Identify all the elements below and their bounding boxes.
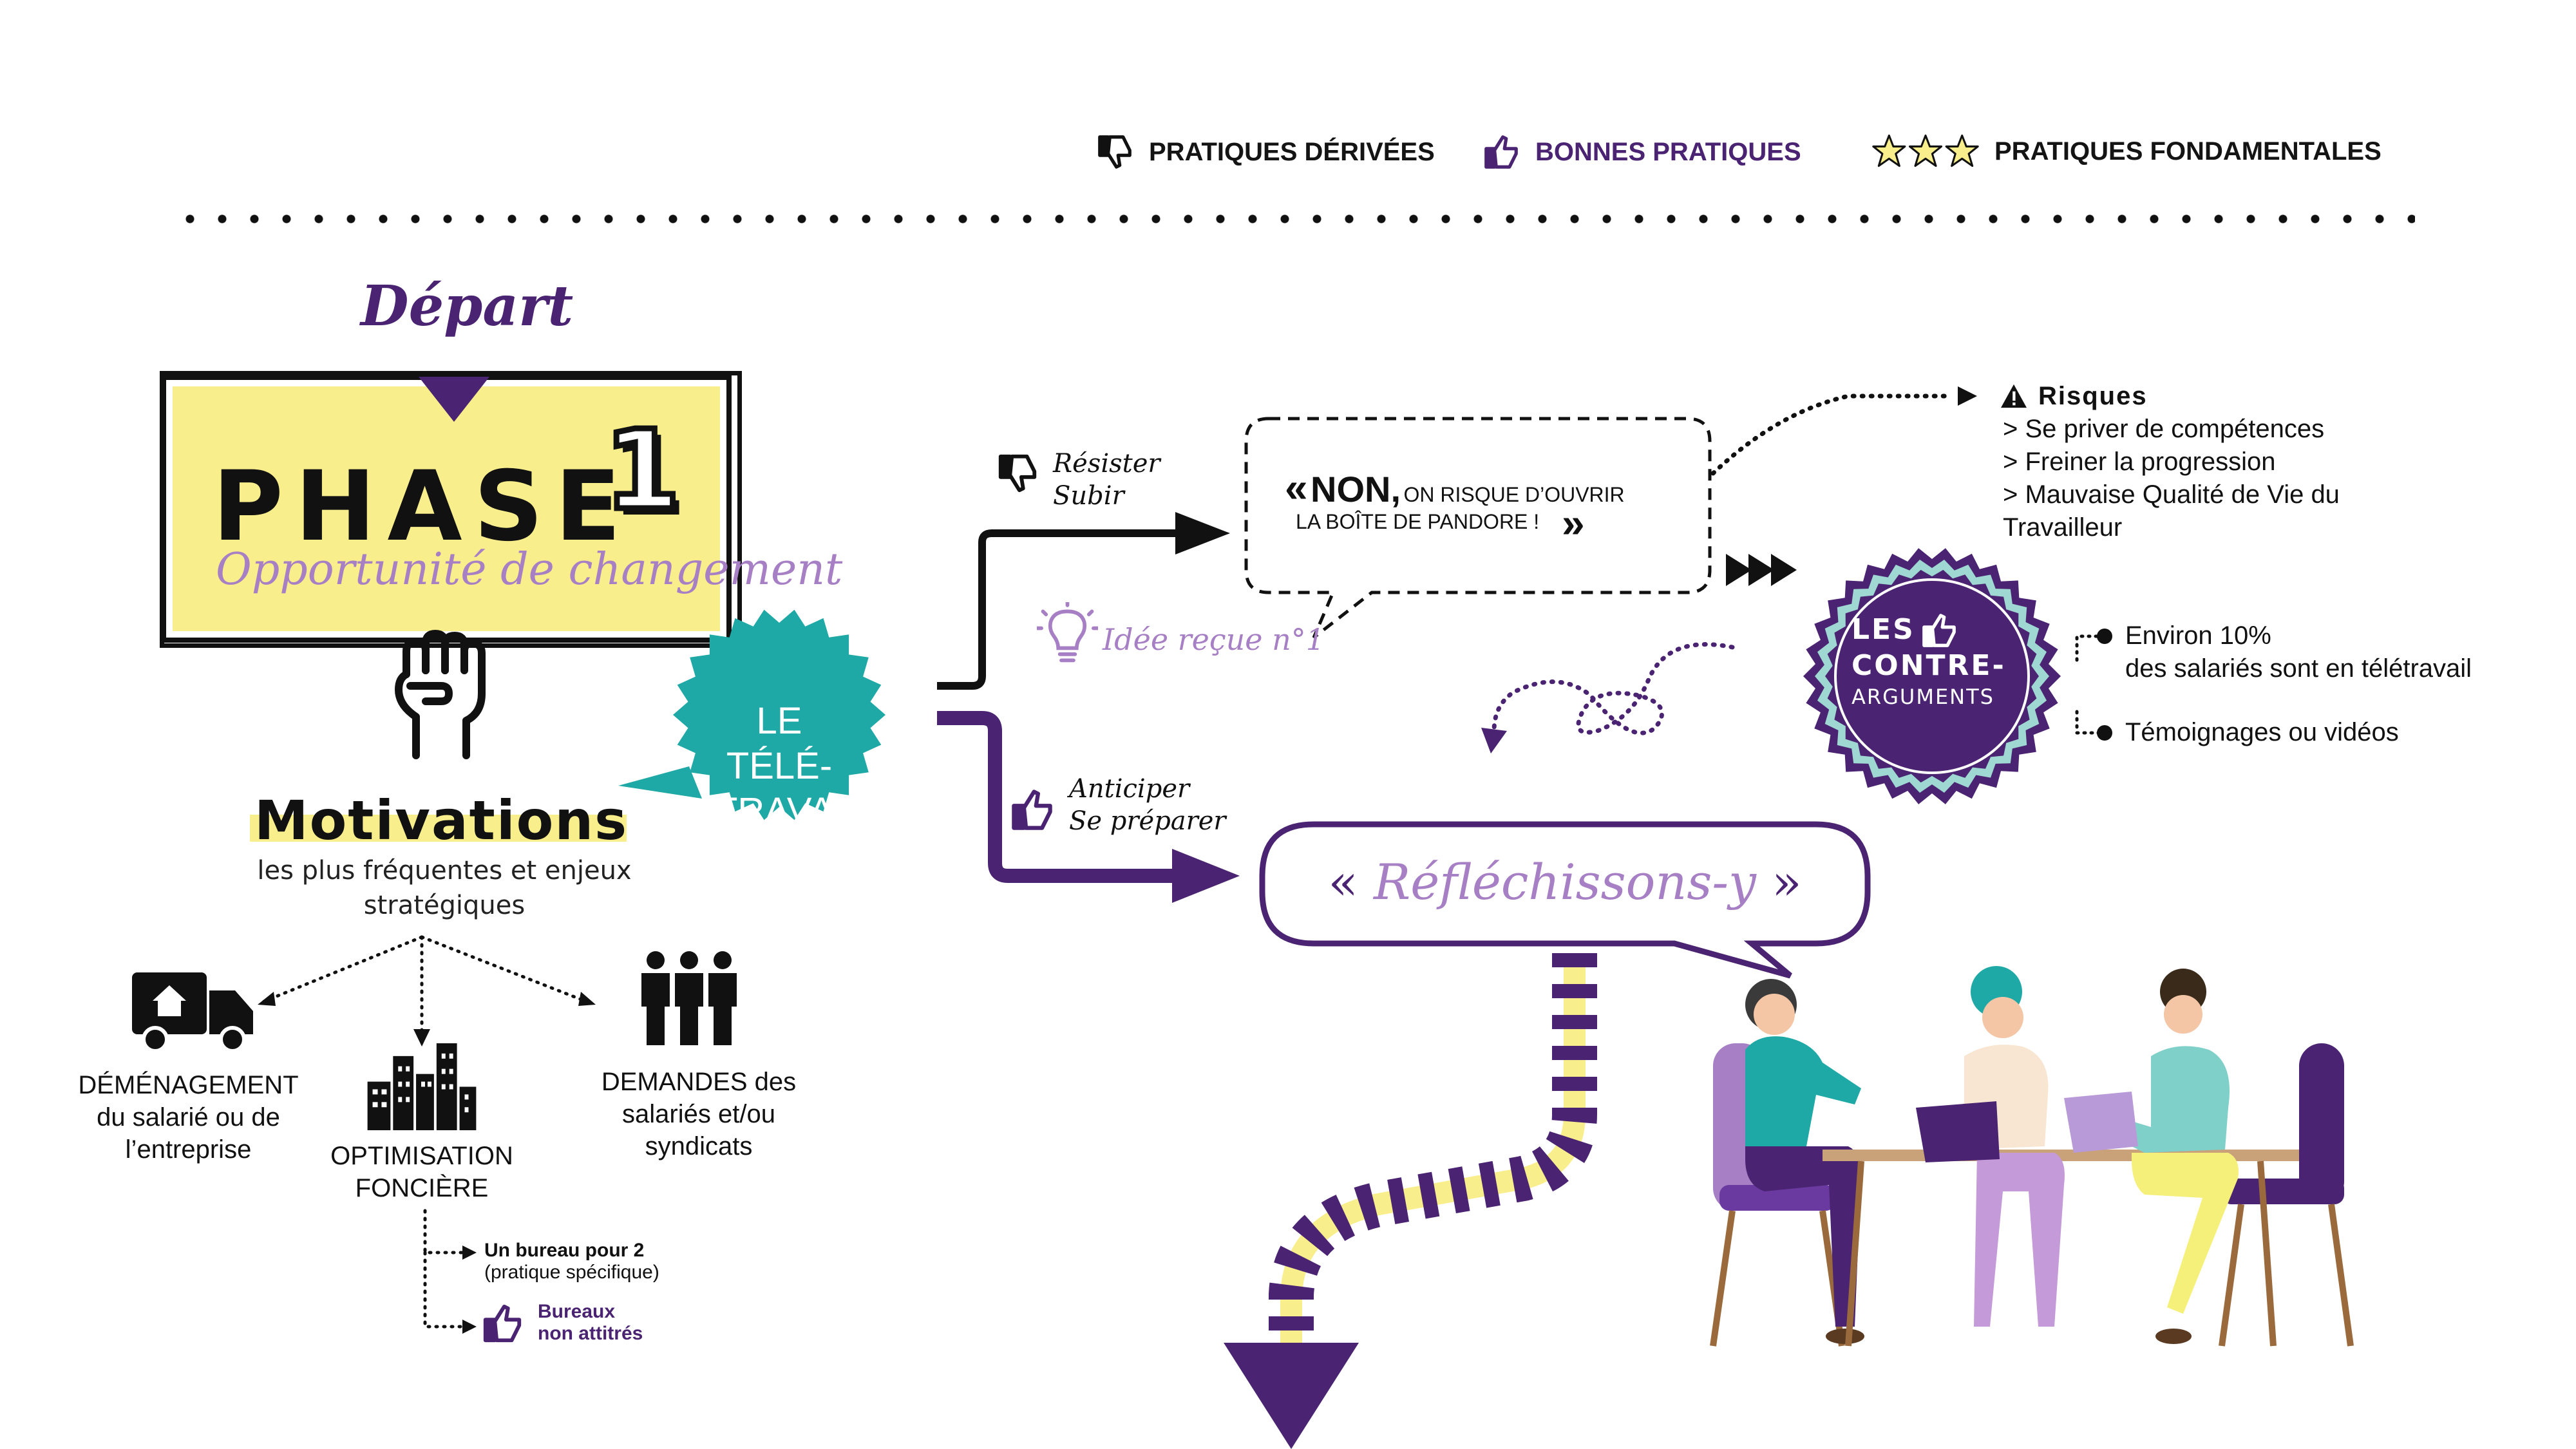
thumbs-up-icon (1922, 614, 1956, 647)
argument-2: Témoignages ou vidéos (2125, 718, 2399, 746)
group-people-icon (641, 951, 737, 1045)
category-optimisation-line2: FONCIÈRE (355, 1174, 489, 1202)
category-demandes-line2: salariés et/ou (622, 1100, 775, 1128)
legend-pratiques-derivees: PRATIQUES DÉRIVÉES (1095, 132, 1435, 172)
motivations-highlight (250, 815, 627, 842)
warning-icon (2001, 384, 2027, 408)
thumbs-up-icon (483, 1304, 522, 1343)
argument-1-line1: Environ 10% (2125, 621, 2271, 650)
contre-line3: ARGUMENTS (1852, 685, 1994, 709)
phase-word: PHASE (213, 451, 633, 563)
note-non-attitres-line2: non attitrés (538, 1323, 643, 1344)
reflechissons-text: Réfléchissons-y (1373, 853, 1756, 911)
motivations-subtitle: les plus fréquentes et enjeux stratégiqu… (232, 853, 657, 923)
category-optimisation-line1: OPTIMISATION (330, 1142, 513, 1170)
team-meeting-illustration (1710, 966, 2354, 1347)
legend-bonnes-pratiques: BONNES PRATIQUES (1481, 132, 1801, 172)
lightbulb-icon (1037, 602, 1098, 663)
category-demenagement-line2: du salarié ou de (97, 1103, 280, 1132)
phase-subtitle: Opportunité de changement (216, 544, 843, 595)
contre-arguments-label: LES CONTRE- ARGUMENTS (1852, 612, 2006, 710)
branch-resister-line2: Subir (1053, 481, 1124, 511)
category-demenagement: DÉMÉNAGEMENT du salarié ou de l’entrepri… (64, 1069, 312, 1166)
reflechissons-close: » (1772, 853, 1802, 911)
legend-derivees-label: PRATIQUES DÉRIVÉES (1149, 137, 1435, 166)
argument-1: Environ 10% des salariés sont en télétra… (2125, 620, 2472, 685)
risques-block: Risques > Se priver de compétences > Fre… (2003, 380, 2340, 544)
quote-non: « NON, ON RISQUE D’OUVRIR (1285, 464, 1625, 511)
note-bureau-pour-2: Un bureau pour 2 (pratique spécifique) (484, 1240, 659, 1283)
thumbs-up-icon (1484, 135, 1518, 169)
risques-item-1: > Se priver de compétences (2003, 415, 2325, 443)
raised-fist-icon (395, 630, 486, 759)
motivations-subtitle-line2: stratégiques (363, 891, 526, 920)
legend-bonnes-label: BONNES PRATIQUES (1535, 137, 1801, 166)
idee-recue-label: Idée reçue n°1 (1103, 622, 1325, 657)
risques-title: Risques (2038, 382, 2148, 410)
thumbs-down-icon (998, 454, 1037, 493)
phase-number: 1 (601, 404, 683, 538)
quote-non-line2: LA BOÎTE DE PANDORE ! (1296, 510, 1540, 533)
risques-item-3: > Mauvaise Qualité de Vie du (2003, 480, 2340, 509)
contre-line1: LES (1852, 613, 1915, 646)
branch-anticiper: Anticiper Se préparer (1069, 773, 1226, 837)
reflechissons-open: « (1328, 853, 1358, 911)
risques-item-2: > Freiner la progression (2003, 448, 2276, 476)
note-bureaux-non-attitres: Bureaux non attitrés (538, 1301, 643, 1345)
dotted-separator (174, 214, 2415, 223)
motivations-title: Motivations (254, 789, 629, 852)
note-bureau-pour-2-sub: (pratique spécifique) (484, 1262, 659, 1283)
argument-1-line2: des salariés sont en télétravail (2125, 654, 2472, 683)
thumbs-up-icon (1012, 790, 1052, 830)
thumbs-down-icon (1098, 135, 1132, 169)
three-stars-icon (1872, 134, 1979, 167)
moving-truck-icon (132, 972, 253, 1053)
category-demandes-line1: DEMANDES des (601, 1068, 797, 1096)
note-bureau-pour-2-title: Un bureau pour 2 (484, 1240, 645, 1261)
depart-title: Départ (361, 274, 574, 339)
legend-fondamentales-label: PRATIQUES FONDAMENTALES (1994, 137, 2382, 166)
category-demandes-line3: syndicats (645, 1132, 753, 1160)
note-non-attitres-line1: Bureaux (538, 1301, 616, 1322)
quote-non-line1: ON RISQUE D’OUVRIR (1403, 483, 1625, 506)
phase-box (161, 375, 732, 643)
legend-pratiques-fondamentales: PRATIQUES FONDAMENTALES (1871, 132, 2382, 171)
branch-resister: Résister Subir (1053, 448, 1160, 512)
branch-resister-line1: Résister (1053, 449, 1160, 478)
branch-anticiper-line1: Anticiper (1069, 774, 1190, 804)
quote-open-mark: « (1285, 464, 1308, 511)
down-triangle-icon (419, 377, 489, 422)
category-demandes: DEMANDES des salariés et/ou syndicats (583, 1066, 815, 1162)
branch-anticiper-line2: Se préparer (1069, 806, 1226, 836)
risques-item-4: Travailleur (2003, 513, 2123, 542)
motivations-subtitle-line1: les plus fréquentes et enjeux (257, 856, 632, 886)
reflechissons-label: « Réfléchissons-y » (1262, 831, 1868, 934)
category-optimisation: OPTIMISATION FONCIÈRE (316, 1140, 528, 1204)
teletravail-line1: LE TÉLÉ- (726, 700, 833, 787)
city-buildings-icon (367, 1043, 477, 1130)
category-demenagement-line3: l’entreprise (125, 1135, 252, 1164)
category-demenagement-line1: DÉMÉNAGEMENT (78, 1071, 299, 1099)
quote-non-bold: NON, (1311, 469, 1401, 509)
phase-frame (160, 371, 742, 648)
quote-close-mark: » (1562, 500, 1585, 546)
contre-line2: CONTRE- (1852, 649, 2006, 682)
